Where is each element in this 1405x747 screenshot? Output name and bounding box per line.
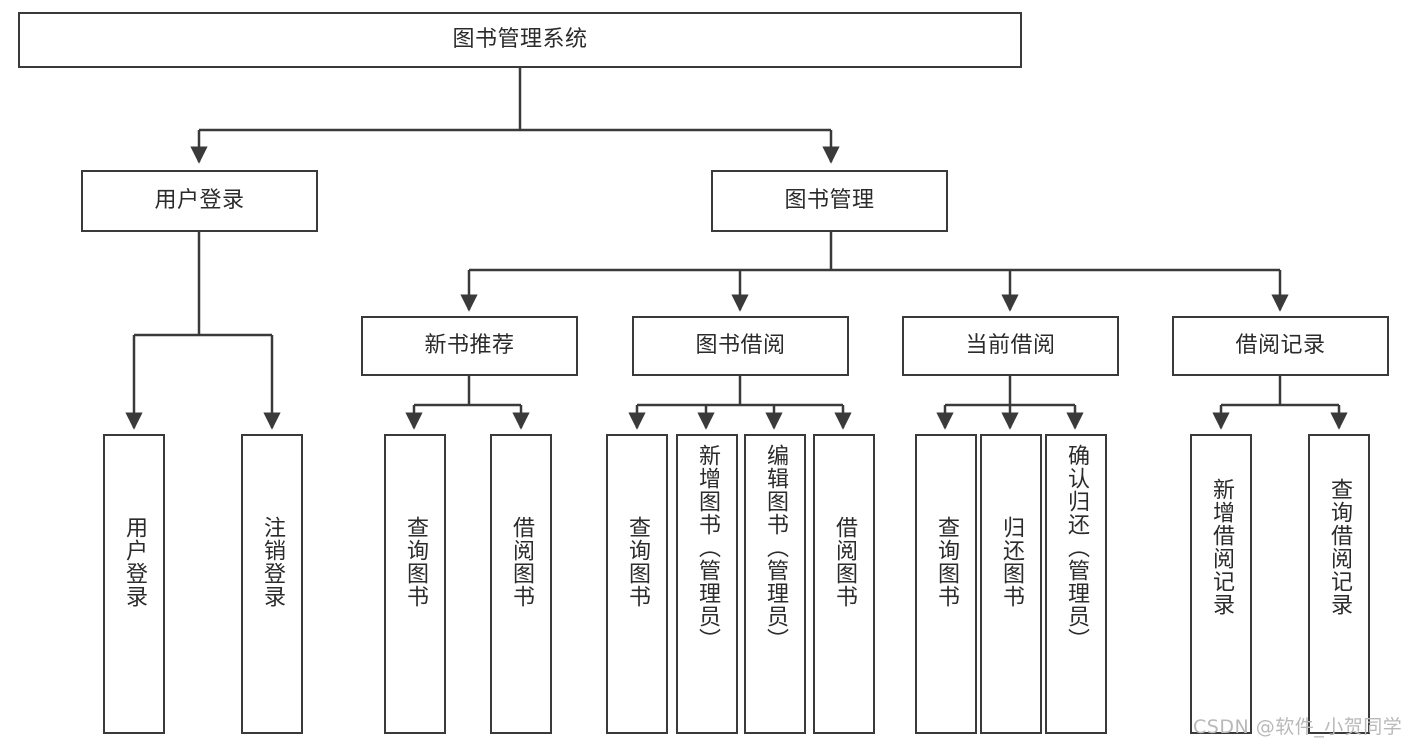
leaf-logout[interactable]: 注销登录 [241,434,303,734]
leaf-edit-book-admin[interactable]: 编辑图书（管理员） [744,434,806,734]
leaf-return-book[interactable]: 归还图书 [980,434,1042,734]
leaf-confirm-return-admin[interactable]: 确认归还（管理员） [1045,434,1107,734]
node-label: 查询图书 [624,516,650,608]
node-book-management[interactable]: 图书管理 [711,170,948,232]
leaf-query-book-recommend[interactable]: 查询图书 [384,434,446,734]
node-label: 图书借阅 [695,332,786,358]
node-label: 新增图书（管理员） [694,444,720,651]
leaf-user-login[interactable]: 用户登录 [103,434,165,734]
node-label: 新书推荐 [424,332,515,358]
node-label: 用户登录 [121,516,147,608]
leaf-query-borrow-record[interactable]: 查询借阅记录 [1308,434,1370,734]
node-label: 查询借阅记录 [1326,478,1352,616]
leaf-add-book-admin[interactable]: 新增图书（管理员） [676,434,738,734]
node-label: 新增借阅记录 [1208,478,1234,616]
node-label: 借阅图书 [508,516,534,608]
node-label: 借阅记录 [1235,332,1326,358]
node-label: 查询图书 [402,516,428,608]
leaf-borrow-book-recommend[interactable]: 借阅图书 [490,434,552,734]
node-label: 归还图书 [998,516,1024,608]
node-user-login[interactable]: 用户登录 [81,170,318,232]
node-book-borrow[interactable]: 图书借阅 [632,316,849,376]
node-label: 图书管理 [784,187,875,213]
node-book-management-system[interactable]: 图书管理系统 [18,12,1022,68]
csdn-watermark: CSDN @软件_小贺同学 [1193,716,1403,738]
node-label: 图书管理系统 [452,26,588,52]
node-new-book-recommend[interactable]: 新书推荐 [361,316,578,376]
node-current-borrow[interactable]: 当前借阅 [902,316,1119,376]
node-label: 借阅图书 [831,516,857,608]
node-label: 当前借阅 [965,332,1056,358]
leaf-add-borrow-record[interactable]: 新增借阅记录 [1190,434,1252,734]
leaf-borrow-book[interactable]: 借阅图书 [813,434,875,734]
leaf-query-book-borrow[interactable]: 查询图书 [606,434,668,734]
node-label: 查询图书 [933,516,959,608]
node-borrow-record[interactable]: 借阅记录 [1172,316,1389,376]
node-label: 确认归还（管理员） [1063,444,1089,651]
leaf-query-book-current[interactable]: 查询图书 [915,434,977,734]
node-label: 用户登录 [154,187,245,213]
node-label: 注销登录 [259,516,285,608]
node-label: 编辑图书（管理员） [762,444,788,651]
